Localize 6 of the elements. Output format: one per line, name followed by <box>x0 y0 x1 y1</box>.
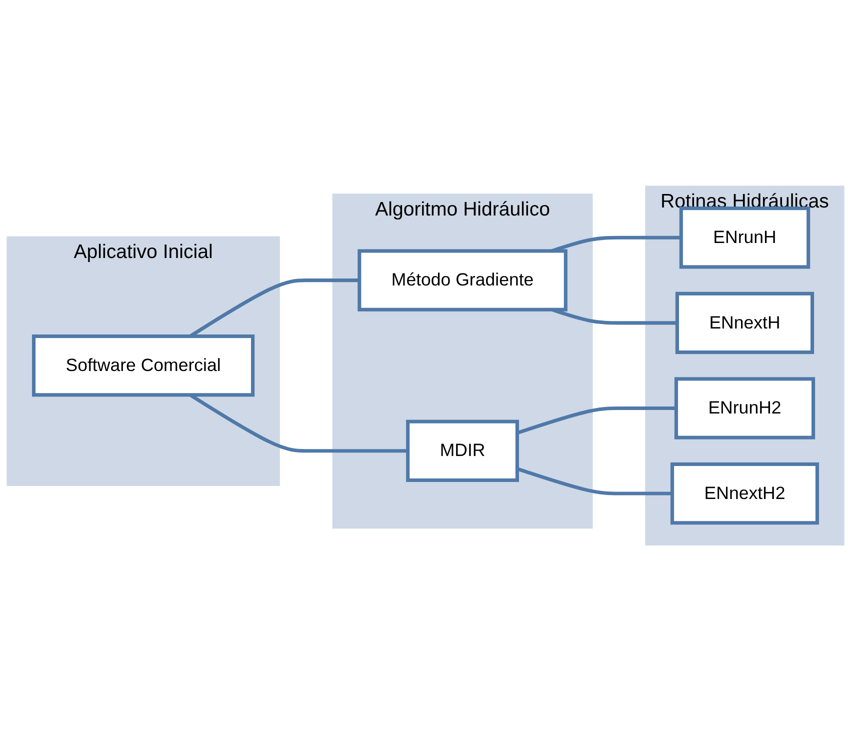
node-box: MDIR <box>406 420 519 482</box>
node-box: ENnextH <box>675 292 814 354</box>
node-box: Método Gradiente <box>358 249 568 312</box>
node-box: ENrunH2 <box>674 377 816 440</box>
node-box: ENnextH2 <box>670 462 820 525</box>
node-box: Software Comercial <box>32 334 255 397</box>
